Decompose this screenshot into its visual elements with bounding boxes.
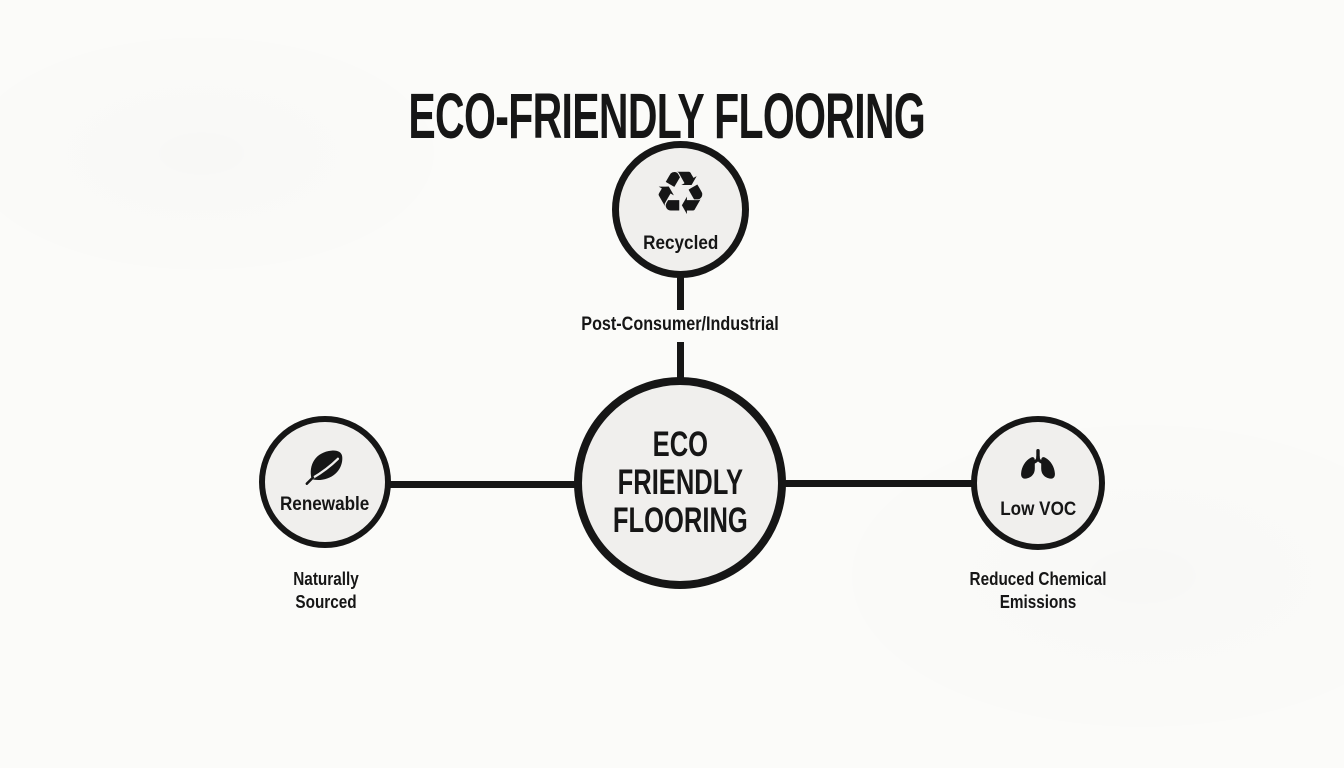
recycle-icon: ♻	[653, 159, 708, 229]
node-low-voc-label: Low VOC	[999, 499, 1076, 520]
node-eco-friendly-flooring: ECO FRIENDLY FLOORING	[574, 377, 786, 589]
node-renewable: Renewable	[259, 416, 391, 548]
node-recycled: ♻ Recycled	[612, 141, 749, 278]
edge-label-post-consumer: Post-Consumer/Industrial	[581, 314, 779, 335]
node-low-voc: Low VOC	[971, 416, 1105, 550]
leaf-icon	[265, 442, 385, 493]
center-node-label: ECO FRIENDLY FLOORING	[612, 425, 748, 540]
diagram-title-text: ECO-FRIENDLY FLOORING	[408, 79, 926, 152]
caption-naturally-sourced: Naturally Sourced	[293, 569, 359, 612]
connector-right	[784, 480, 973, 487]
connector-top-lower	[677, 342, 684, 378]
caption-reduced-chemical-emissions: Reduced Chemical Emissions	[969, 569, 1107, 612]
connector-top-upper	[677, 276, 684, 310]
node-recycled-label: Recycled	[642, 233, 719, 254]
diagram-title: ECO-FRIENDLY FLOORING	[0, 81, 1334, 151]
lungs-icon	[977, 442, 1099, 495]
connector-left	[389, 481, 576, 488]
node-renewable-label: Renewable	[280, 494, 370, 515]
